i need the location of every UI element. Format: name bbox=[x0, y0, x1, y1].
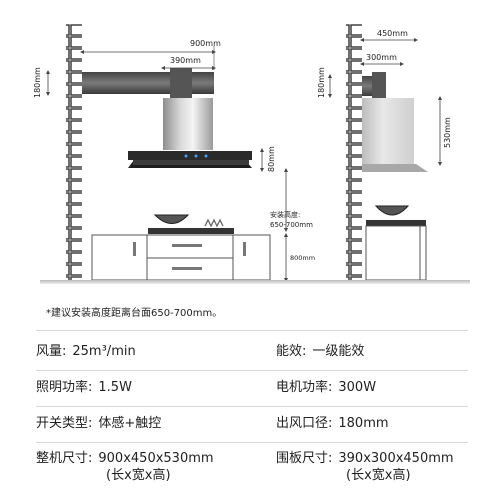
brick-wall-right bbox=[346, 24, 362, 280]
spec-label: 围板尺寸: bbox=[276, 451, 333, 466]
brick-wall-left bbox=[66, 24, 82, 280]
spec-value: 180mm bbox=[338, 416, 389, 431]
install-label-line1: 安装高度: bbox=[270, 210, 300, 219]
floor bbox=[40, 280, 470, 284]
exhaust-duct bbox=[82, 72, 214, 94]
installation-diagram: 900mm 390mm 180mm 80mm 安装高度: 650-700mm 8… bbox=[33, 24, 470, 284]
spec-value: 1.5W bbox=[98, 380, 132, 395]
divider bbox=[36, 370, 468, 371]
hood-panel bbox=[128, 151, 252, 160]
side-view: 450mm 300mm 180mm 530mm bbox=[317, 24, 452, 281]
spec-outlet: 出风口径: 180mm bbox=[276, 416, 389, 432]
spec-dimensions-unit: (长x宽x高) bbox=[106, 468, 171, 483]
spec-label: 开关类型: bbox=[36, 416, 93, 431]
spec-lighting: 照明功率: 1.5W bbox=[36, 380, 132, 396]
front-view: 900mm 390mm 180mm 80mm 安装高度: 650-700mm 8… bbox=[33, 24, 315, 282]
hood-button bbox=[184, 154, 188, 158]
stove-side bbox=[366, 220, 426, 226]
height-label-side: 530mm bbox=[443, 117, 452, 148]
outlet-label-side: 180mm bbox=[317, 67, 326, 98]
spec-value: 900x450x530mm bbox=[98, 451, 214, 466]
spec-label: 风量: bbox=[36, 344, 67, 359]
spec-label: 能效: bbox=[276, 344, 307, 359]
hood-button bbox=[194, 154, 198, 158]
spec-value: 300W bbox=[338, 380, 377, 395]
spec-value: 25m³/min bbox=[72, 344, 136, 359]
spec-panel-size-unit: (长x宽x高) bbox=[346, 468, 411, 483]
spec-dimensions: 整机尺寸: 900x450x530mm bbox=[36, 451, 214, 467]
install-label-line2: 650-700mm bbox=[270, 221, 313, 229]
duct-collar bbox=[170, 68, 192, 98]
install-note: *建议安装高度距离台面650-700mm。 bbox=[46, 308, 223, 319]
spec-label: 电机功率: bbox=[276, 380, 333, 395]
cabinet-side bbox=[365, 225, 427, 281]
spec-value: 体感+触控 bbox=[98, 416, 162, 431]
hood-canopy-side bbox=[362, 164, 428, 172]
cabinet-handle bbox=[243, 242, 246, 256]
stove-top bbox=[148, 228, 234, 234]
wok-side bbox=[374, 205, 410, 216]
divider bbox=[36, 330, 468, 331]
burner-flame bbox=[204, 218, 224, 228]
spec-value: 一级能效 bbox=[312, 344, 365, 359]
drawer-handle bbox=[172, 267, 202, 270]
divider bbox=[36, 406, 468, 407]
depth-label: 390mm bbox=[170, 56, 201, 65]
spec-energy: 能效: 一级能效 bbox=[276, 344, 364, 360]
hood-glass-strip bbox=[133, 160, 249, 165]
duct-collar-side bbox=[372, 72, 386, 100]
spec-switch: 开关类型: 体感+触控 bbox=[36, 416, 161, 432]
spec-panel-size: 围板尺寸: 390x300x450mm bbox=[276, 451, 454, 467]
width-label: 900mm bbox=[190, 39, 221, 48]
divider bbox=[36, 442, 468, 443]
hood-chimney bbox=[163, 98, 213, 150]
cabinet-handle bbox=[133, 242, 136, 256]
counter-height-label: 800mm bbox=[290, 254, 315, 262]
spec-label: 整机尺寸: bbox=[36, 451, 93, 466]
panel-height-label: 80mm bbox=[267, 146, 276, 172]
wok bbox=[153, 214, 190, 224]
outlet-label: 180mm bbox=[33, 67, 42, 98]
spec-value: 390x300x450mm bbox=[338, 451, 454, 466]
depth-label-side: 300mm bbox=[366, 53, 397, 62]
hood-button bbox=[204, 154, 208, 158]
spec-label: 出风口径: bbox=[276, 416, 333, 431]
spec-label: 照明功率: bbox=[36, 380, 93, 395]
spec-motor: 电机功率: 300W bbox=[276, 380, 376, 396]
spec-airflow: 风量: 25m³/min bbox=[36, 344, 136, 360]
width-label-side: 450mm bbox=[377, 29, 408, 38]
drawer-handle bbox=[172, 244, 202, 247]
hood-chimney-side bbox=[362, 98, 414, 164]
